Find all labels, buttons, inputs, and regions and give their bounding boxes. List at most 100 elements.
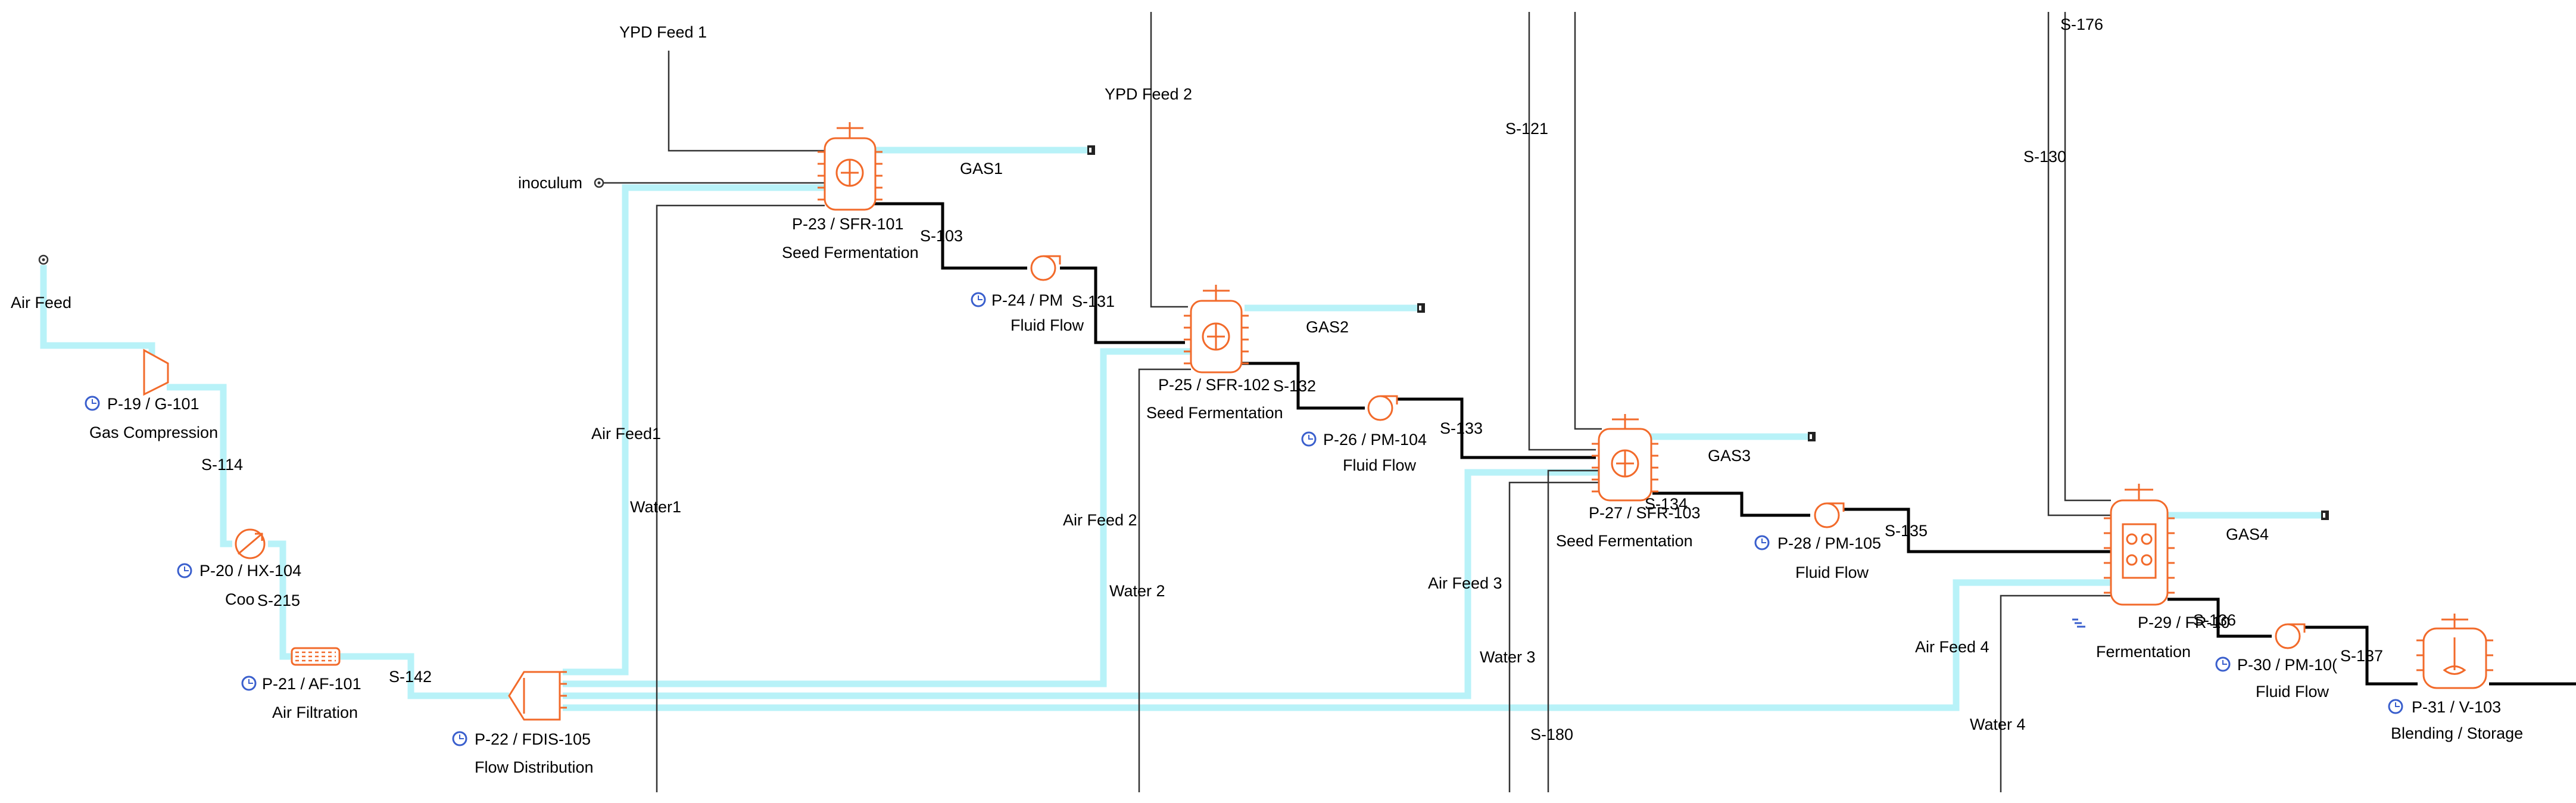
stream-ypd-feed-2[interactable] (1150, 12, 1188, 308)
stream-s103[interactable] (863, 202, 1027, 270)
stream-s130[interactable] (2047, 12, 2111, 516)
unit-id-p28[interactable]: P-28 / PM-105 (1777, 534, 1881, 552)
stream-air-feed4[interactable] (563, 579, 2111, 711)
stream-label-air-feed[interactable]: Air Feed (11, 294, 71, 312)
stream-label-gas2[interactable]: GAS2 (1306, 318, 1349, 336)
stream-water3[interactable] (1508, 481, 1599, 792)
unit-id-p25[interactable]: P-25 / SFR-102 (1158, 376, 1270, 394)
air-filter-p21-icon[interactable] (291, 647, 341, 666)
stream-label-s176[interactable]: S-176 (2060, 15, 2103, 33)
status-clock-icon[interactable] (2388, 699, 2403, 714)
stream-label-water3[interactable]: Water 3 (1480, 648, 1536, 666)
stream-label-s103[interactable]: S-103 (920, 227, 963, 245)
stream-s133[interactable] (1398, 397, 1596, 459)
stream-label-s121[interactable]: S-121 (1505, 120, 1548, 138)
unit-id-p24[interactable]: P-24 / PM (991, 291, 1063, 309)
status-clock-icon[interactable] (2215, 656, 2231, 672)
inoculum-source-icon[interactable] (594, 178, 604, 188)
status-clock-icon[interactable] (1754, 535, 1770, 550)
unit-id-p31[interactable]: P-31 / V-103 (2412, 698, 2501, 716)
seed-fermenter-p27-icon[interactable] (1592, 414, 1658, 502)
stream-s176[interactable] (2064, 12, 2111, 502)
stream-label-s134[interactable]: S-134 (1645, 495, 1688, 513)
unit-id-p20[interactable]: P-20 / HX-104 (199, 562, 301, 580)
stream-label-water4[interactable]: Water 4 (1970, 715, 2026, 733)
stream-water4[interactable] (2000, 595, 2111, 792)
seed-fermenter-p25-icon[interactable] (1184, 285, 1249, 374)
status-clock-icon[interactable] (177, 563, 192, 578)
blending-tank-p31-icon[interactable] (2416, 614, 2493, 689)
gas4-outlet-icon[interactable] (2321, 511, 2329, 520)
stream-label-s114[interactable]: S-114 (201, 456, 243, 474)
stream-air-feed1[interactable] (563, 184, 825, 676)
pump-p26-icon[interactable] (1367, 395, 1398, 421)
stream-label-gas4[interactable]: GAS4 (2226, 525, 2269, 543)
status-clock-icon[interactable] (241, 676, 257, 691)
stream-label-water2[interactable]: Water 2 (1109, 582, 1165, 600)
stream-label-s215[interactable]: S-215 (257, 592, 300, 609)
unit-id-p29[interactable]: P-29 / FR-10 (2138, 614, 2230, 631)
stream-label-inoculum[interactable]: inoculum (518, 174, 582, 192)
air-feed-source-icon[interactable] (38, 254, 49, 265)
flow-distributor-p22-icon[interactable] (508, 671, 567, 721)
stream-s135[interactable] (1843, 508, 2111, 553)
stream-s132[interactable] (1242, 362, 1365, 410)
stream-water2[interactable] (1138, 368, 1191, 792)
unit-id-p23[interactable]: P-23 / SFR-101 (792, 215, 904, 233)
unit-id-p22[interactable]: P-22 / FDIS-105 (475, 730, 591, 748)
stream-water1[interactable] (656, 204, 825, 792)
stream-ypd-feed-1[interactable] (668, 51, 825, 152)
status-clock-icon[interactable] (452, 731, 467, 746)
stream-label-air-feed2[interactable]: Air Feed 2 (1063, 511, 1137, 529)
unit-id-p27[interactable]: P-27 / SFR-103 (1589, 504, 1701, 522)
stream-s137[interactable] (2304, 625, 2418, 686)
stream-label-air-feed1[interactable]: Air Feed1 (591, 425, 661, 443)
stream-label-s132[interactable]: S-132 (1273, 377, 1316, 395)
stream-air-feed2[interactable] (563, 348, 1191, 687)
stream-label-ypd-feed-1[interactable]: YPD Feed 1 (619, 23, 707, 41)
compressor-p19-icon[interactable] (143, 348, 169, 396)
status-bars-icon[interactable] (2072, 618, 2085, 628)
stream-s142[interactable] (339, 653, 509, 699)
unit-id-p21[interactable]: P-21 / AF-101 (262, 675, 361, 693)
status-clock-icon[interactable] (1301, 431, 1317, 447)
stream-label-water1[interactable]: Water1 (630, 498, 681, 516)
stream-s215[interactable] (268, 540, 292, 660)
fermenter-p29-icon[interactable] (2104, 484, 2175, 606)
stream-label-s130[interactable]: S-130 (2023, 148, 2066, 166)
stream-label-s180[interactable]: S-180 (1530, 726, 1573, 743)
stream-s180-lower[interactable] (1547, 469, 1599, 792)
seed-fermenter-p23-icon[interactable] (818, 122, 882, 211)
unit-id-p19[interactable]: P-19 / G-101 (107, 395, 199, 413)
unit-id-p30[interactable]: P-30 / PM-10( (2237, 656, 2337, 674)
stream-s131[interactable] (1060, 266, 1185, 344)
unit-id-p26[interactable]: P-26 / PM-104 (1323, 431, 1427, 449)
stream-label-air-feed4[interactable]: Air Feed 4 (1915, 638, 1989, 656)
stream-label-s136[interactable]: S-136 (2193, 611, 2236, 629)
stream-label-ypd-feed-2[interactable]: YPD Feed 2 (1105, 85, 1192, 103)
stream-air-feed3[interactable] (563, 469, 1599, 699)
stream-label-s131[interactable]: S-131 (1072, 292, 1115, 310)
stream-label-s133[interactable]: S-133 (1440, 419, 1483, 437)
gas1-outlet-icon[interactable] (1087, 145, 1095, 155)
pump-p28-icon[interactable] (1814, 502, 1845, 528)
stream-air-feed[interactable] (40, 265, 155, 357)
stream-s136[interactable] (2168, 597, 2272, 638)
pump-p30-icon[interactable] (2275, 623, 2306, 649)
stream-label-s137[interactable]: S-137 (2340, 647, 2383, 665)
stream-label-gas1[interactable]: GAS1 (960, 160, 1003, 178)
gas2-outlet-icon[interactable] (1417, 303, 1425, 313)
stream-s121[interactable] (1528, 12, 1596, 451)
stream-label-s135[interactable]: S-135 (1885, 522, 1928, 540)
stream-s180[interactable] (1574, 12, 1602, 430)
status-clock-icon[interactable] (85, 396, 100, 411)
stream-label-gas3[interactable]: GAS3 (1708, 447, 1751, 465)
stream-s114[interactable] (167, 384, 232, 547)
status-clock-icon[interactable] (971, 292, 986, 307)
stream-label-air-feed3[interactable]: Air Feed 3 (1428, 574, 1502, 592)
pump-p24-icon[interactable] (1030, 255, 1061, 281)
gas3-outlet-icon[interactable] (1808, 432, 1816, 441)
cooler-p20-icon[interactable] (235, 528, 266, 559)
stream-s134[interactable] (1652, 491, 1810, 517)
stream-label-s142[interactable]: S-142 (389, 668, 432, 686)
